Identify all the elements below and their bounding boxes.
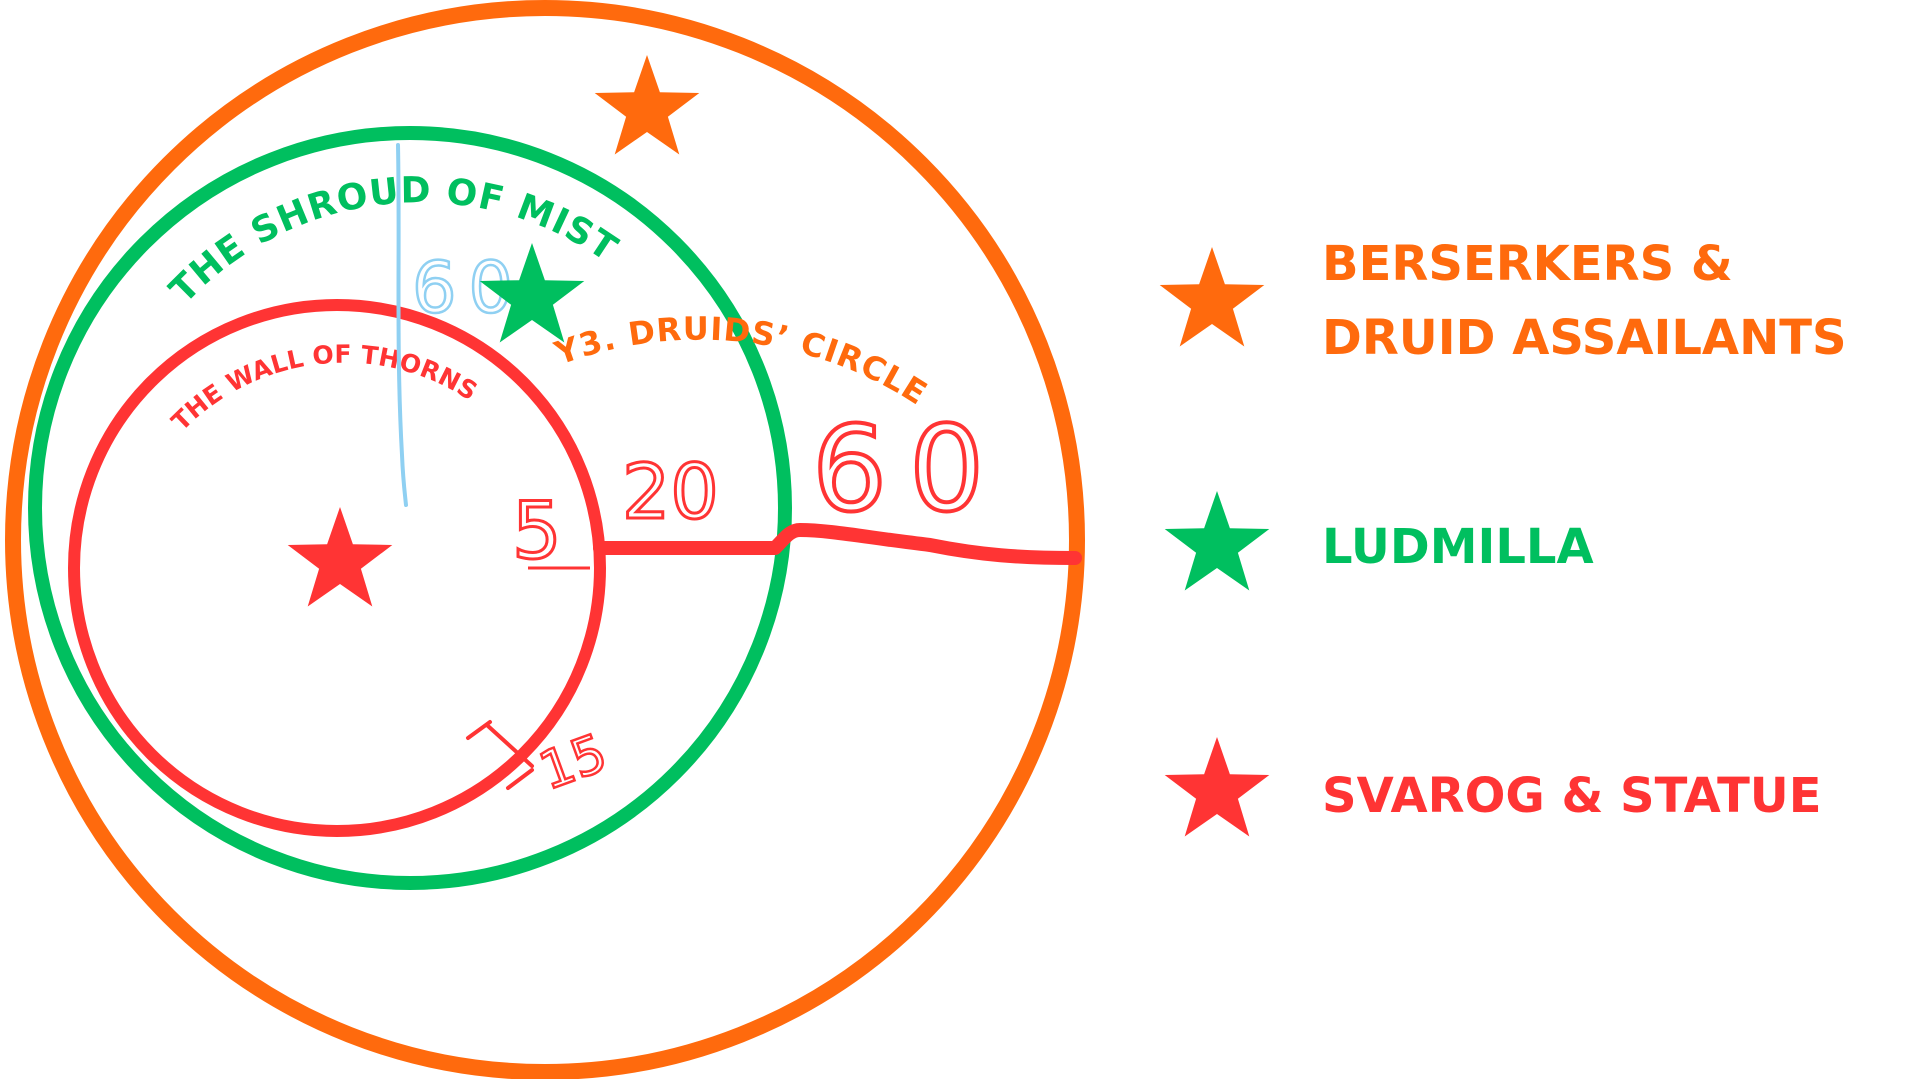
outer-gap-label: 60 — [812, 400, 1006, 538]
legend-item-berserkers: BERSERKERS & DRUID ASSAILANTS — [1159, 236, 1847, 366]
svg-text:BERSERKERS & DRUID ASS: BERSERKERS & DRUID ASSAILANTS — [1322, 236, 1847, 366]
green-star-icon — [1164, 491, 1270, 591]
radius-measure-line — [593, 523, 1082, 565]
legend-item-svarog: SVAROG & STATUE — [1164, 737, 1822, 837]
inner-radius-label: 5 — [512, 487, 562, 577]
inner-ring-label: THE WALL OF THORNS — [166, 340, 483, 437]
legend-item-ludmilla: LUDMILLA — [1164, 491, 1594, 591]
inner-ring-wall-of-thorns — [68, 299, 606, 837]
wall-thickness-marker — [466, 720, 534, 790]
red-star-icon — [1164, 737, 1270, 837]
svg-text:LUDMILLA: LUDMILLA — [1322, 519, 1594, 575]
legend-label-line-2: DRUID ASSAILANTS — [1322, 310, 1847, 366]
outer-ring-label: Y3. DRUIDS’ CIRCLE — [549, 310, 934, 413]
middle-gap-label: 20 — [622, 447, 719, 536]
middle-ring-shroud-of-mist — [28, 126, 792, 890]
orange-star-icon — [1159, 247, 1265, 347]
svg-text:SVAROG & STATUE: SVAROG & STATUE — [1322, 768, 1822, 824]
legend-label-svarog: SVAROG & STATUE — [1322, 768, 1822, 824]
red-star-map-icon — [287, 507, 393, 607]
legend-label-line-1: BERSERKERS & — [1322, 236, 1733, 292]
orange-star-map-icon — [594, 55, 700, 155]
outer-ring-druids-circle — [5, 0, 1085, 1079]
legend: BERSERKERS & DRUID ASSAILANTS LUDMILLA S… — [1159, 236, 1847, 837]
legend-label-ludmilla: LUDMILLA — [1322, 519, 1594, 575]
vertical-measure-line — [396, 143, 408, 507]
